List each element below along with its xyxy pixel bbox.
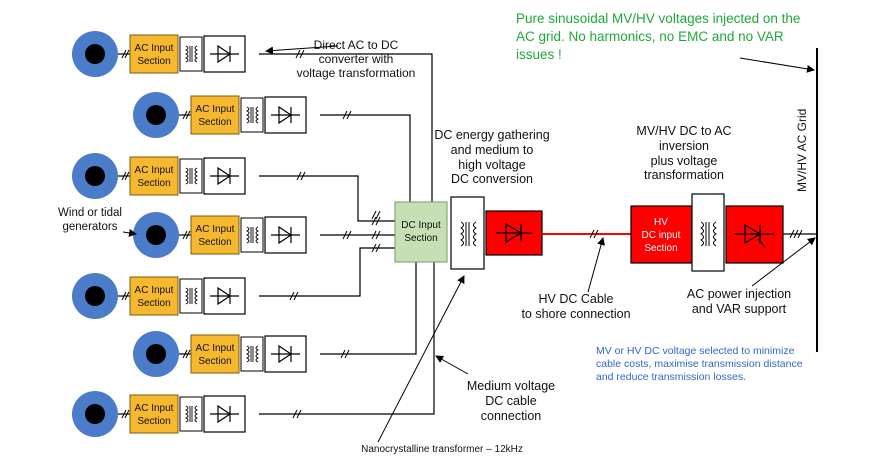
- ac-input-line1: AC Input: [135, 403, 174, 414]
- cable-slashes: [289, 49, 381, 419]
- diode-icon: [217, 404, 232, 424]
- hv-dc-line1: HV: [654, 217, 668, 228]
- generator-core: [146, 225, 166, 245]
- hv-inverter-thyristor: [734, 223, 774, 248]
- hv-dc-line3: Section: [644, 243, 677, 254]
- generator-core: [146, 105, 166, 125]
- mv-rectifier-diode: [496, 222, 532, 244]
- ac-input-line2: Section: [198, 356, 231, 367]
- ac-power-injection-label: AC power injection and VAR support: [686, 287, 792, 316]
- ac-input-line2: Section: [137, 178, 170, 189]
- pure-sinusoidal-note: Pure sinusoidal MV/HV voltages injected …: [516, 11, 801, 63]
- generator-core: [85, 44, 105, 64]
- ac-grid-label: MV/HV AC Grid: [795, 109, 809, 192]
- hv-transformer-box: [691, 193, 725, 272]
- ac-input-line2: Section: [198, 117, 231, 128]
- mv-hv-note: MV or HV DC voltage selected to minimize…: [596, 345, 803, 384]
- transformer-box: [179, 278, 203, 314]
- diode-icon: [217, 44, 232, 64]
- ac-input-line2: Section: [198, 237, 231, 248]
- nanocrystalline-label: Nanocrystalline transformer – 12kHz: [361, 444, 523, 455]
- ac-input-box: [129, 394, 179, 434]
- hv-dc-input-box: [630, 205, 693, 264]
- mv-transformer-box: [450, 196, 485, 270]
- diode-icon: [278, 225, 293, 245]
- generator-core: [146, 344, 166, 364]
- ac-input-line2: Section: [137, 56, 170, 67]
- dc-input-line2: Section: [404, 233, 437, 244]
- wind-tidal-label: Wind or tidal generators: [58, 207, 122, 233]
- medium-voltage-cable-label: Medium voltage DC cable connection: [466, 379, 556, 423]
- ac-input-line1: AC Input: [196, 224, 235, 235]
- ac-input-line2: Section: [137, 298, 170, 309]
- generator-core: [85, 404, 105, 424]
- transformer-box: [179, 396, 203, 432]
- diode-icon: [278, 105, 293, 125]
- ac-input-line2: Section: [137, 416, 170, 427]
- direct-ac-dc-label: Direct AC to DC converter with voltage t…: [296, 38, 416, 81]
- mv-hv-inversion-label: MV/HV DC to AC inversion plus voltage tr…: [636, 124, 732, 183]
- ac-input-box: [129, 34, 179, 74]
- ac-input-line1: AC Input: [135, 165, 174, 176]
- ac-input-line1: AC Input: [196, 104, 235, 115]
- transformer-box: [179, 158, 203, 194]
- ac-input-line1: AC Input: [135, 43, 174, 54]
- transformer-box: [179, 36, 203, 72]
- transformer-box: [240, 217, 264, 253]
- mv-transformer-symbol: [460, 221, 477, 247]
- ac-input-box: [129, 276, 179, 316]
- ac-input-box: [190, 95, 240, 135]
- ac-input-box: [190, 215, 240, 255]
- dc-input-line1: DC Input: [401, 220, 441, 231]
- generator-core: [85, 166, 105, 186]
- ac-input-box: [129, 156, 179, 196]
- diode-icon: [217, 286, 232, 306]
- ac-input-line1: AC Input: [135, 285, 174, 296]
- ac-input-box: [190, 334, 240, 374]
- hv-dc-line2: DC input: [642, 230, 681, 241]
- transformer-box: [240, 336, 264, 372]
- hv-dc-cable-label: HV DC Cable to shore connection: [521, 292, 631, 321]
- diode-icon: [217, 166, 232, 186]
- transformer-box: [240, 97, 264, 133]
- diode-icon: [278, 344, 293, 364]
- ac-input-line1: AC Input: [196, 343, 235, 354]
- hv-transformer-symbol: [700, 221, 717, 247]
- generator-core: [85, 286, 105, 306]
- dc-input-box: [394, 201, 448, 263]
- dc-gathering-label: DC energy gathering and medium to high v…: [434, 128, 550, 187]
